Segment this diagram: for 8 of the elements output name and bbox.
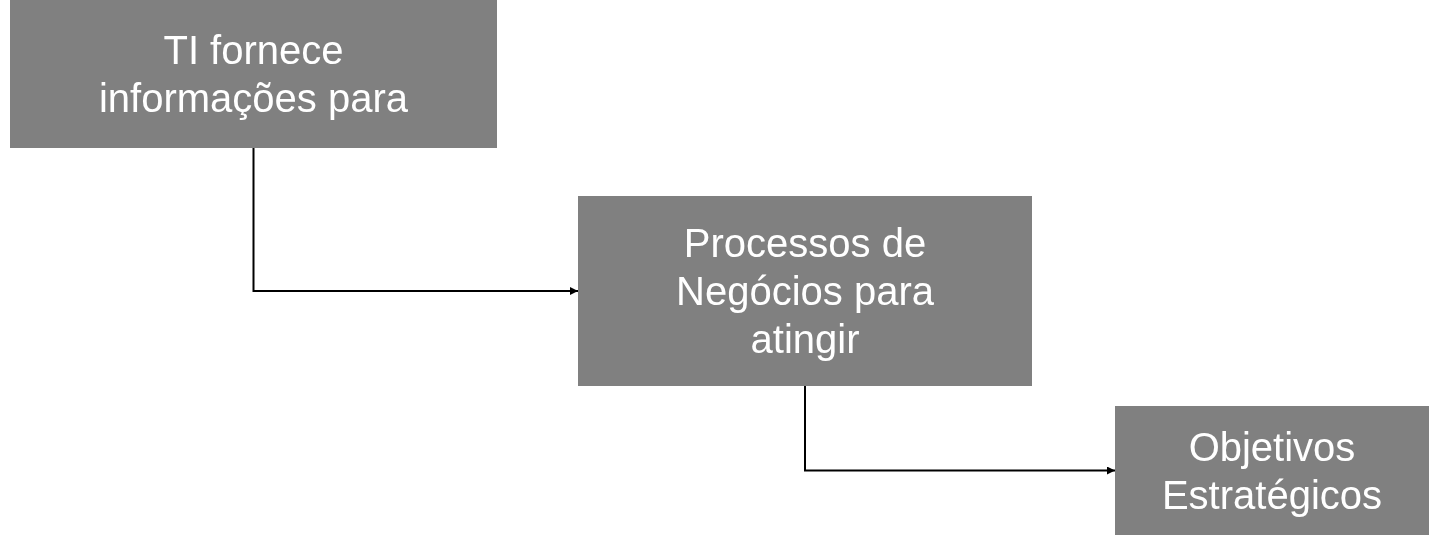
process-box [10, 0, 497, 148]
box-label: TI fornece informações para [97, 27, 409, 122]
connector-arrow [252, 147, 579, 295]
box-label: Processos de Negócios para atingir [675, 220, 935, 363]
box-label: Objetivos Estratégicos [1160, 423, 1384, 519]
process-box [1115, 406, 1429, 535]
connector-arrow [804, 385, 1116, 475]
process-box [578, 196, 1032, 386]
